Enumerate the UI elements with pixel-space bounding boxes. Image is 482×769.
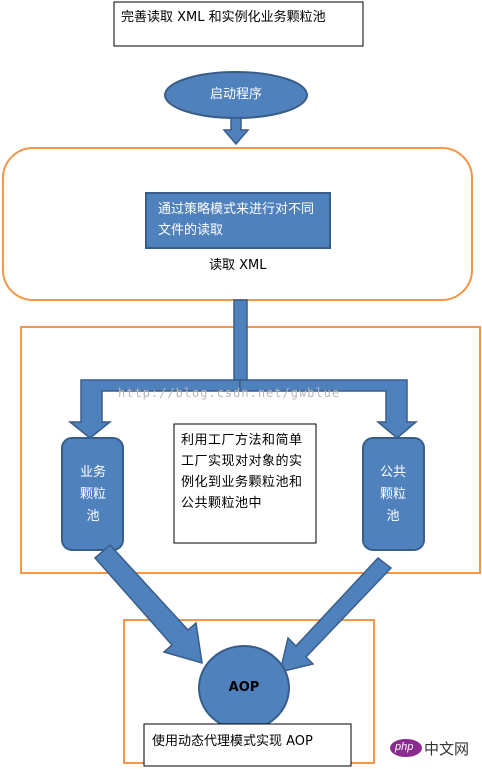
business-pool-label: 业务颗粒池: [80, 465, 107, 524]
arrow-business-to-aop: [93, 543, 203, 665]
watermark-text: http://blog.csdn.net/gwblue: [118, 386, 341, 400]
public-pool-box: [362, 437, 425, 551]
pool-container: [20, 326, 481, 574]
php-cn-logo-text: 中文网: [424, 741, 470, 758]
strategy-box: [145, 192, 331, 249]
business-pool-box: [61, 437, 124, 551]
public-pool-label: 公共颗粒池: [380, 465, 407, 524]
read-xml-label: 读取 XML: [209, 258, 267, 273]
php-logo-text: php: [395, 741, 414, 753]
strategy-text: 通过策略模式来进行对不同文件的读取: [158, 202, 315, 238]
factory-note-box: [173, 423, 317, 544]
top-note-text: 完善读取 XML 和实例化业务颗粒池: [121, 10, 326, 25]
factory-note-text: 利用工厂方法和简单工厂实现对对象的实例化到业务颗粒池和公共颗粒池中: [181, 433, 303, 511]
arrow-split-to-business: [67, 379, 241, 439]
start-label: 启动程序: [209, 87, 262, 102]
php-logo-badge: [390, 739, 422, 757]
top-note-box: [113, 1, 364, 47]
arrow-public-to-aop: [278, 556, 393, 674]
arrow-read-to-split: [233, 299, 248, 381]
arrow-start-to-read: [222, 117, 250, 146]
bottom-note-text: 使用动态代理模式实现 AOP: [152, 734, 313, 749]
arrow-split-to-public: [239, 379, 419, 439]
bottom-note-box: [143, 723, 352, 767]
aop-label: AOP: [228, 680, 260, 695]
